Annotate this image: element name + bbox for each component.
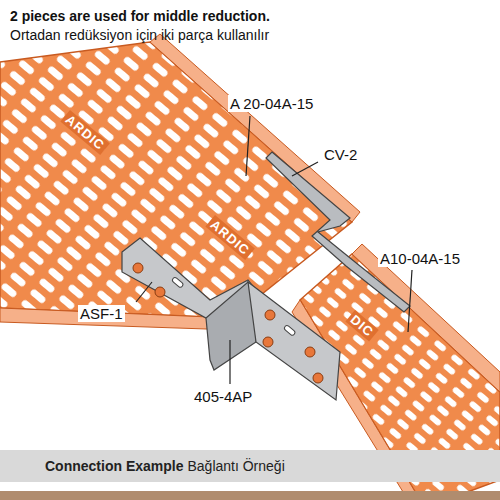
part-label: A10-04A-15 — [378, 250, 462, 267]
part-label: CV-2 — [322, 146, 359, 163]
wide-tray-side — [150, 34, 360, 222]
405-4ap-bracket — [248, 282, 340, 400]
caption-bar: Connection ExampleBağlantı Örneği — [0, 450, 500, 482]
bolts — [133, 263, 323, 383]
bracket-slots — [171, 277, 295, 337]
caption-translation: Bağlantı Örneği — [187, 458, 284, 474]
405-4ap-bracket — [206, 282, 256, 370]
part-label: 405-4AP — [192, 388, 254, 405]
caption: Connection Example — [45, 458, 183, 474]
narrow-tray-side — [352, 244, 500, 392]
title: 2 pieces are used for middle reduction. — [10, 8, 270, 24]
cv-2-plate — [266, 152, 410, 312]
part-label: ASF-1 — [78, 305, 125, 322]
leader-lines — [136, 116, 412, 384]
bottom-strip — [0, 491, 500, 500]
subtitle: Ortadan redüksiyon için iki parça kullan… — [10, 27, 269, 43]
part-label: A 20-04A-15 — [228, 95, 315, 112]
